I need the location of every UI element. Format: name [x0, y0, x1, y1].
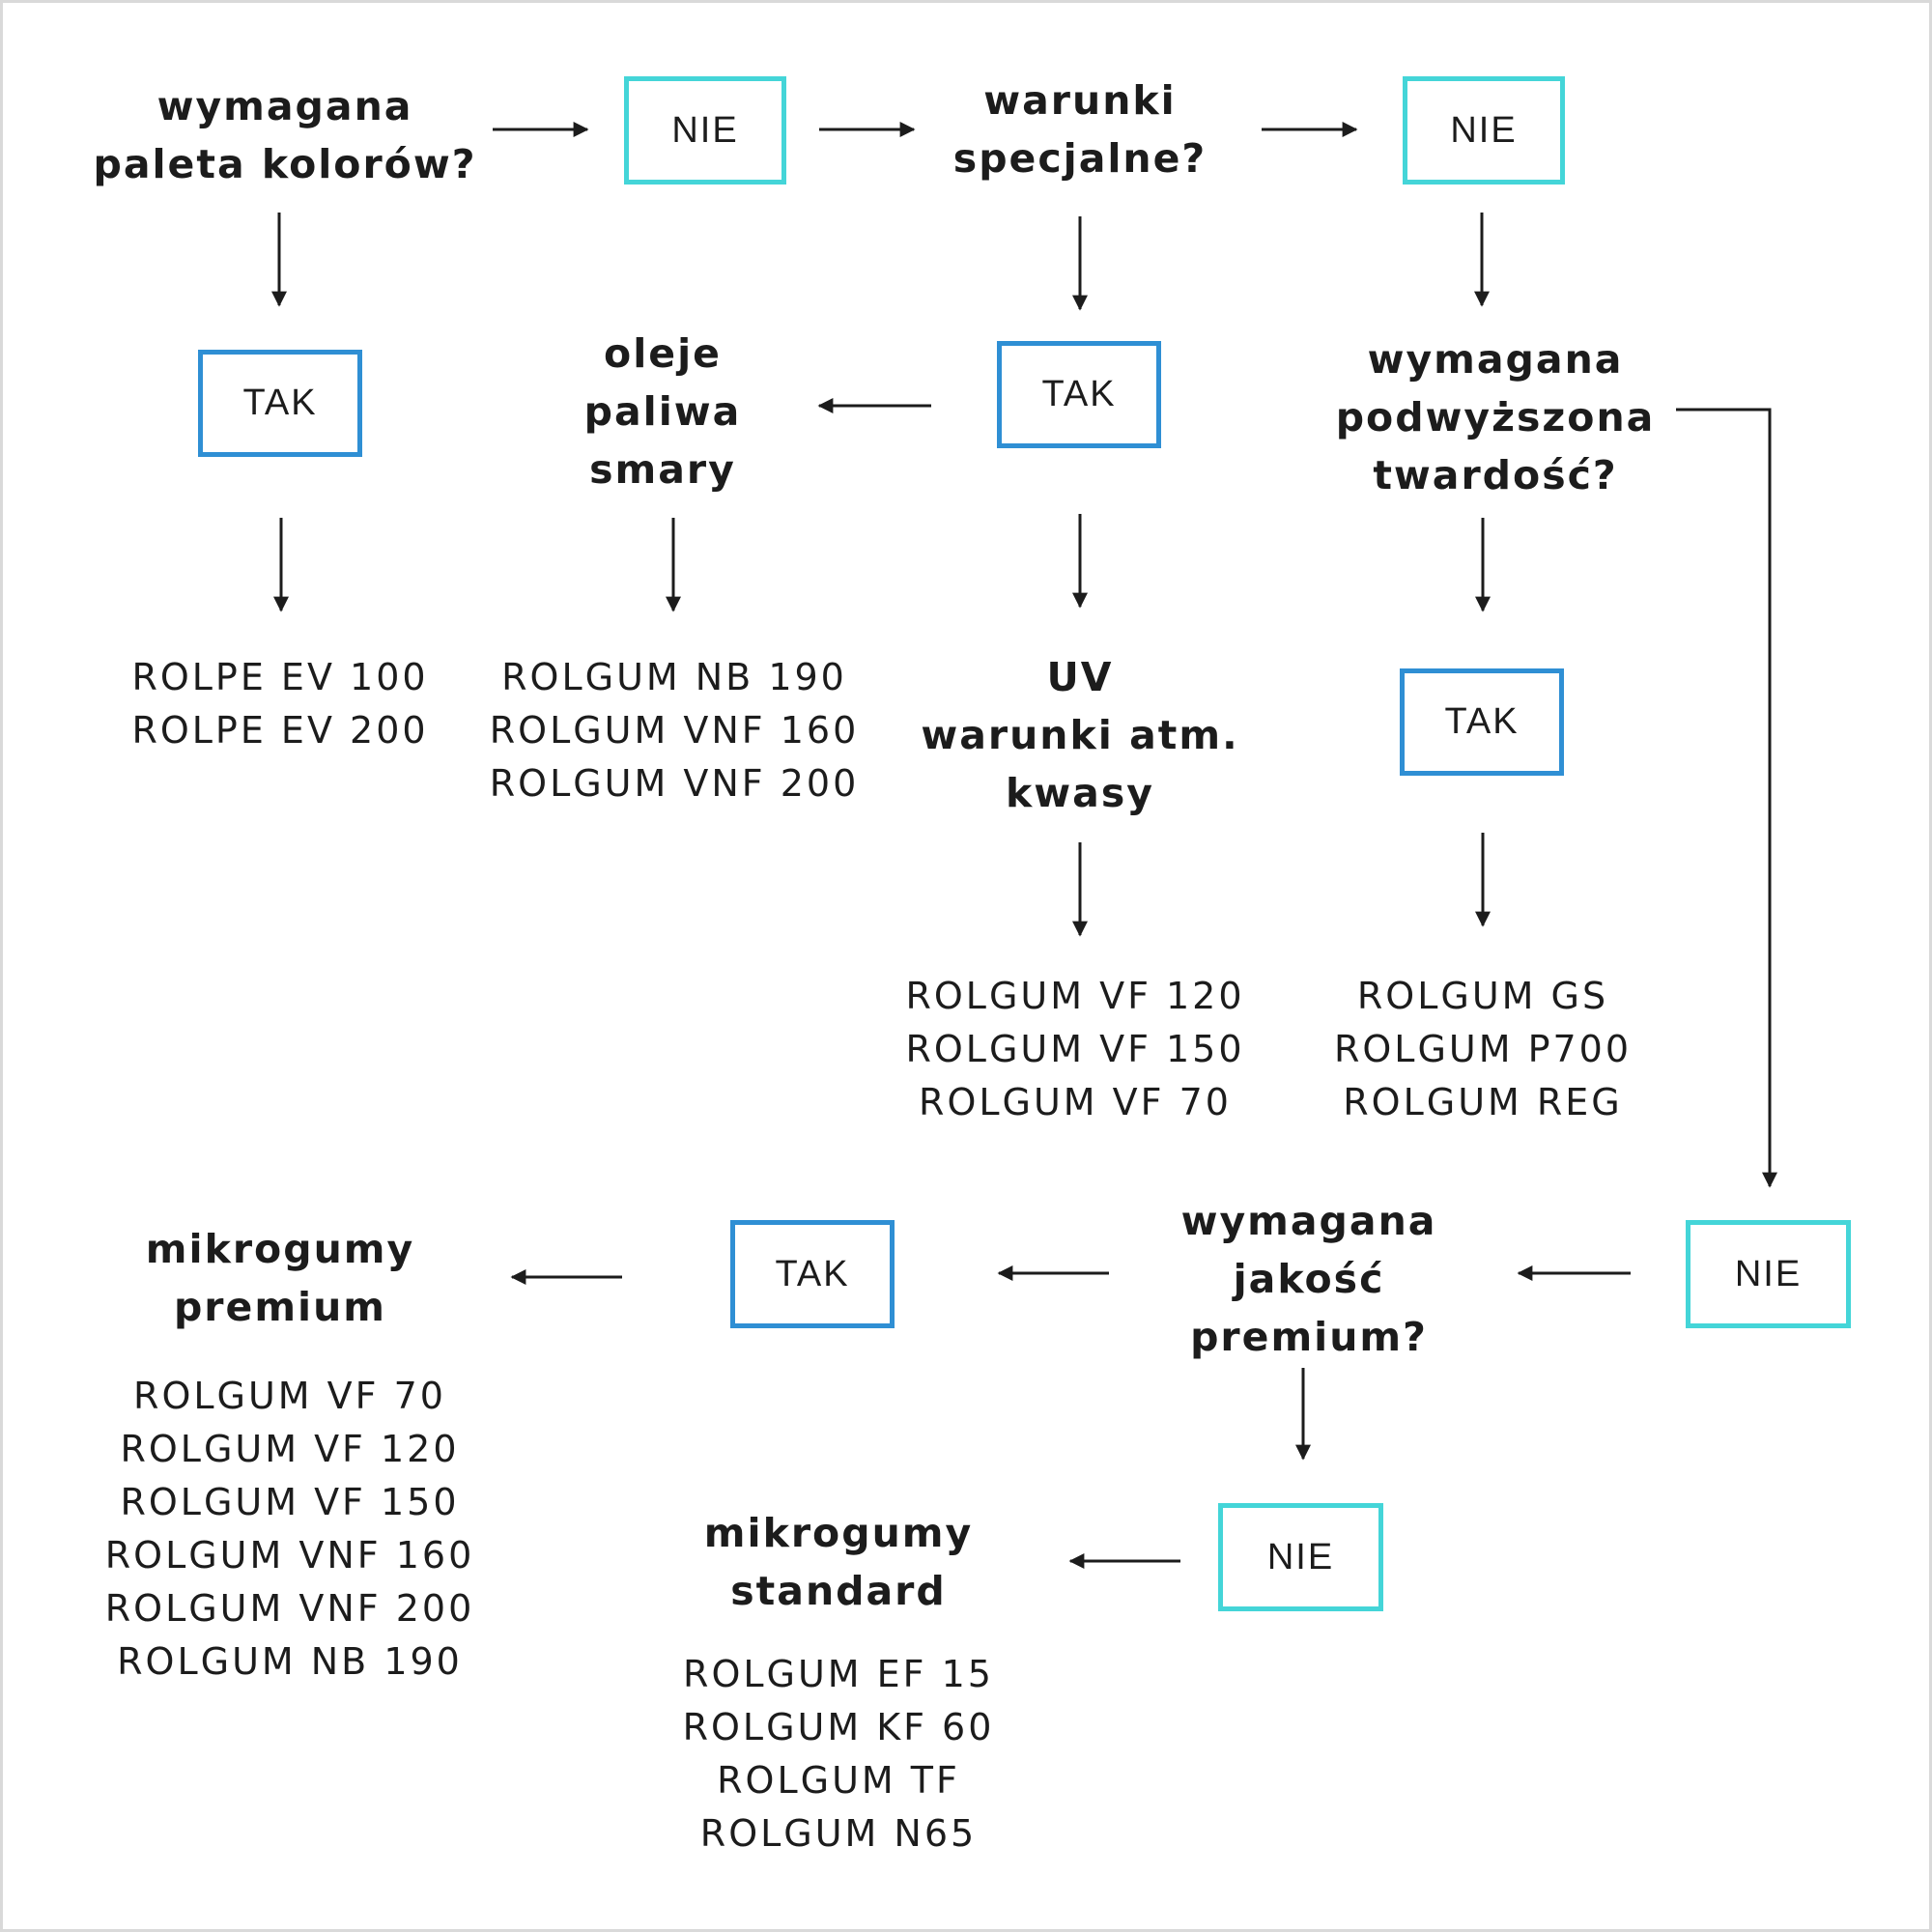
question-premium-quality: wymagana jakość premium? — [1181, 1192, 1437, 1366]
question-line: podwyższona — [1335, 394, 1656, 440]
question-line: jakość — [1233, 1256, 1385, 1302]
category-line: paliwa — [583, 388, 742, 435]
question-line: specjalne? — [952, 135, 1208, 182]
category-uv-weather-acids: UV warunki atm. kwasy — [921, 648, 1238, 822]
category-line: warunki atm. — [921, 712, 1239, 758]
question-line: premium? — [1190, 1314, 1428, 1360]
question-line: wymagana — [1367, 336, 1624, 383]
product-item: ROLGUM NB 190 — [117, 1640, 463, 1683]
product-item: ROLGUM EF 15 — [683, 1653, 994, 1695]
answer-box-tak-palette: TAK — [198, 350, 362, 457]
category-oils-fuels-greases: oleje paliwa smary — [584, 325, 742, 498]
product-list-hardness: ROLGUM GS ROLGUM P700 ROLGUM REG — [1334, 970, 1632, 1129]
question-increased-hardness: wymagana podwyższona twardość? — [1336, 330, 1656, 504]
category-line: oleje — [604, 330, 722, 377]
product-list-rolpe: ROLPE EV 100 ROLPE EV 200 — [131, 651, 428, 757]
answer-box-tak-hardness: TAK — [1400, 668, 1564, 776]
question-line: wymagana — [156, 83, 413, 129]
answer-box-tak-special: TAK — [997, 341, 1161, 448]
product-list-oils: ROLGUM NB 190 ROLGUM VNF 160 ROLGUM VNF … — [490, 651, 860, 810]
product-list-uv: ROLGUM VF 120 ROLGUM VF 150 ROLGUM VF 70 — [905, 970, 1244, 1129]
product-list-premium: ROLGUM VF 70 ROLGUM VF 120 ROLGUM VF 150… — [105, 1370, 475, 1689]
product-item: ROLGUM VF 150 — [905, 1028, 1245, 1070]
category-line: mikrogumy — [145, 1226, 415, 1272]
product-item: ROLGUM VF 70 — [919, 1081, 1232, 1123]
question-color-palette: wymagana paleta kolorów? — [93, 77, 476, 193]
product-item: ROLGUM REG — [1343, 1081, 1623, 1123]
answer-box-nie-premium: NIE — [1218, 1503, 1383, 1611]
product-item: ROLGUM VF 120 — [905, 975, 1245, 1017]
category-line: smary — [589, 446, 736, 493]
question-special-conditions: warunki specjalne? — [953, 71, 1207, 187]
answer-box-tak-premium: TAK — [730, 1220, 895, 1328]
question-line: twardość? — [1373, 452, 1618, 498]
product-item: ROLGUM TF — [717, 1759, 960, 1802]
product-item: ROLGUM VF 120 — [120, 1428, 460, 1470]
question-line: wymagana — [1180, 1198, 1437, 1244]
product-list-standard: ROLGUM EF 15 ROLGUM KF 60 ROLGUM TF ROLG… — [683, 1648, 995, 1861]
product-item: ROLGUM P700 — [1333, 1028, 1633, 1070]
product-item: ROLGUM VNF 200 — [489, 762, 860, 805]
product-item: ROLPE EV 200 — [131, 709, 429, 752]
arrow-hardness-no-to-nie — [1676, 408, 1777, 1188]
product-item: ROLGUM VNF 200 — [104, 1587, 475, 1630]
product-item: ROLGUM VF 150 — [120, 1481, 460, 1523]
product-item: ROLPE EV 100 — [131, 656, 429, 698]
question-line: warunki — [983, 77, 1177, 124]
category-line: mikrogumy — [703, 1510, 974, 1556]
question-line: paleta kolorów? — [93, 141, 477, 187]
product-item: ROLGUM GS — [1356, 975, 1609, 1017]
category-micro-rubber-standard: mikrogumy standard — [704, 1504, 973, 1620]
product-item: ROLGUM KF 60 — [682, 1706, 995, 1748]
product-item: ROLGUM VNF 160 — [104, 1534, 475, 1577]
answer-box-nie-special: NIE — [1403, 76, 1565, 185]
product-item: ROLGUM N65 — [699, 1812, 978, 1855]
product-item: ROLGUM VNF 160 — [489, 709, 860, 752]
category-micro-rubber-premium: mikrogumy premium — [146, 1220, 414, 1336]
category-line: UV — [1046, 654, 1114, 700]
category-line: kwasy — [1006, 770, 1154, 816]
category-line: premium — [173, 1284, 387, 1330]
answer-box-nie-hardness: NIE — [1686, 1220, 1851, 1328]
answer-box-nie-palette: NIE — [624, 76, 786, 185]
product-item: ROLGUM NB 190 — [501, 656, 847, 698]
category-line: standard — [730, 1568, 947, 1614]
product-item: ROLGUM VF 70 — [133, 1375, 446, 1417]
